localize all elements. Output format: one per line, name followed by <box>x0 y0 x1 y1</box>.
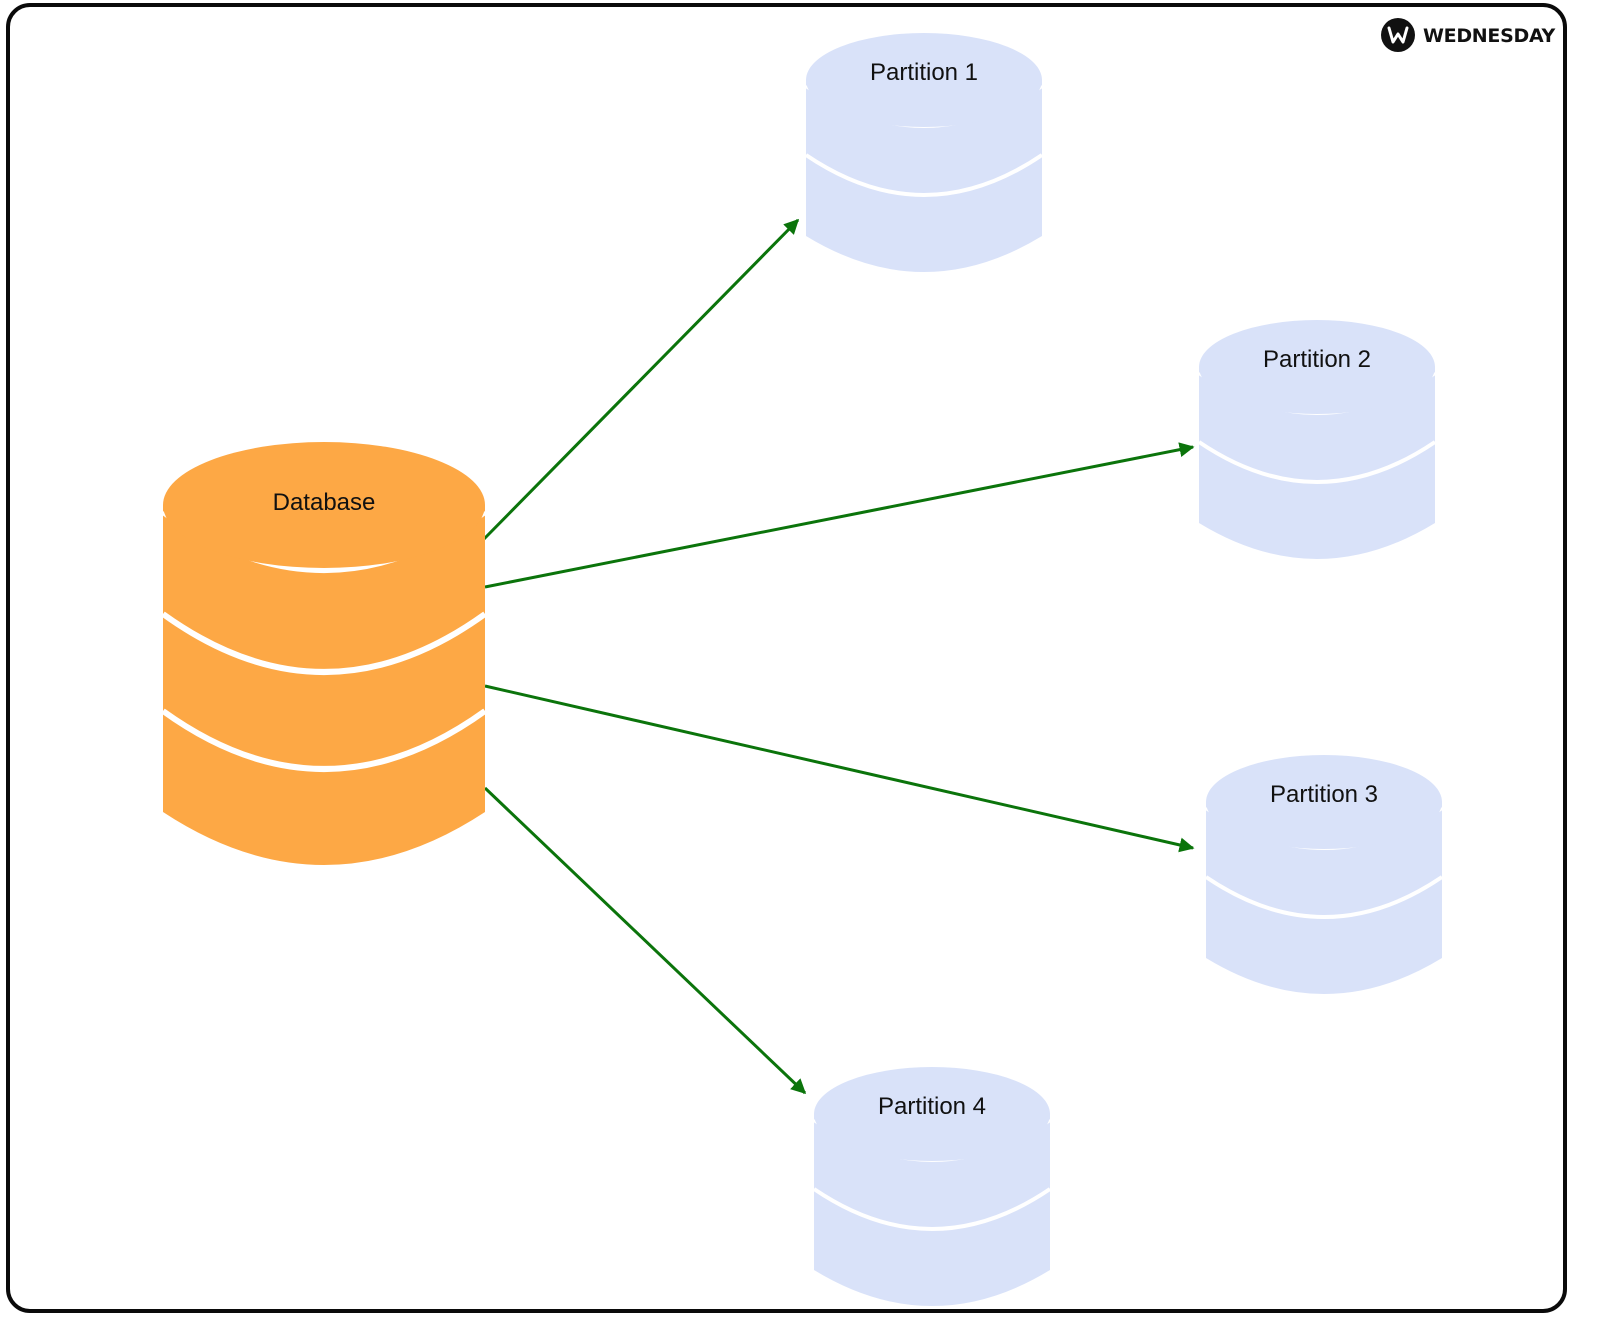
partition-3-top <box>1206 755 1442 849</box>
partition-4-cylinder: Partition 4 <box>812 1067 1052 1306</box>
partition-2-band-2 <box>1197 440 1437 484</box>
partition-4-band-2 <box>812 1187 1052 1231</box>
partition-1-band-2 <box>804 153 1044 197</box>
database-body <box>163 505 485 865</box>
partition-4-top <box>814 1067 1050 1161</box>
partition-1-top <box>806 33 1042 127</box>
partition-3-body <box>1206 802 1442 994</box>
database-cylinder: Database <box>161 442 487 865</box>
w-logo-icon-mark <box>1387 26 1409 44</box>
partition-1-body <box>806 80 1042 272</box>
database-band-3 <box>161 708 487 772</box>
arrows <box>481 218 1195 1095</box>
partition-2-cylinder: Partition 2 <box>1197 320 1437 559</box>
arrow-to-partition-1 <box>481 218 800 542</box>
partition-3-band-2 <box>1204 875 1444 919</box>
partition-2-top <box>1199 320 1435 414</box>
arrow-to-partition-3 <box>484 684 1195 853</box>
partition-1-label: Partition 1 <box>870 59 978 86</box>
partition-1-cylinder: Partition 1 <box>804 33 1044 272</box>
partition-4-label: Partition 4 <box>878 1093 986 1120</box>
database-label: Database <box>273 489 376 516</box>
partition-3-label: Partition 3 <box>1270 781 1378 808</box>
partition-3-cylinder: Partition 3 <box>1204 755 1444 994</box>
database-band-2 <box>161 611 487 675</box>
arrow-to-partition-2 <box>484 442 1195 589</box>
database-top <box>163 442 485 568</box>
partition-4-body <box>814 1114 1050 1306</box>
brand-logo: WEDNESDAY <box>1381 18 1556 52</box>
arrow-to-partition-4 <box>483 786 807 1095</box>
partition-2-body <box>1199 367 1435 559</box>
brand-name: WEDNESDAY <box>1423 25 1556 47</box>
partition-2-label: Partition 2 <box>1263 346 1371 373</box>
